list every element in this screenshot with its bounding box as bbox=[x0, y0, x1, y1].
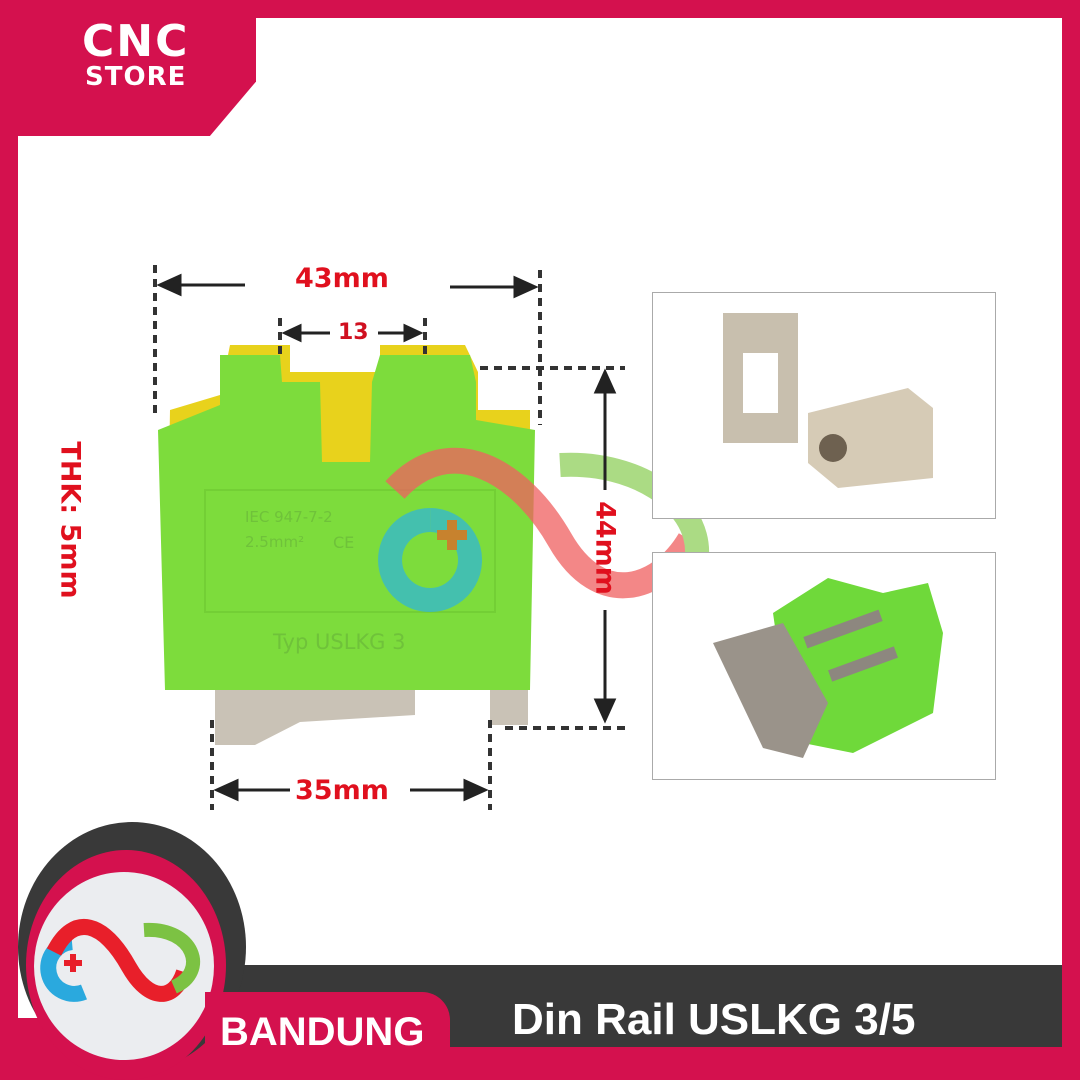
dimension-width-top: 43mm bbox=[295, 263, 389, 294]
inset-screw-clamp bbox=[652, 292, 996, 519]
ce-mark: CE bbox=[333, 533, 355, 552]
logo-line2: STORE bbox=[85, 62, 187, 92]
marking-standard: IEC 947-7-2 bbox=[245, 508, 333, 526]
logo-line1: CNC bbox=[82, 16, 190, 67]
inset-assembly bbox=[652, 552, 996, 780]
assembly-image bbox=[713, 578, 943, 758]
store-logo-tab bbox=[0, 0, 256, 136]
screw-clamp-image bbox=[723, 313, 933, 488]
badge-inner bbox=[34, 872, 214, 1060]
dimension-height: 44mm bbox=[589, 501, 621, 595]
metal-foot bbox=[215, 680, 415, 745]
city-label: BANDUNG bbox=[220, 1010, 425, 1054]
product-title: Din Rail USLKG 3/5 bbox=[512, 995, 916, 1044]
dimension-thickness: THK: 5mm bbox=[54, 441, 86, 599]
dimension-slot: 13 bbox=[338, 320, 369, 345]
brand-infinity-icon bbox=[40, 918, 200, 1002]
dimension-width-bottom: 35mm bbox=[295, 775, 389, 806]
marking-cross-section: 2.5mm² bbox=[245, 533, 305, 551]
label-recess bbox=[204, 489, 496, 613]
city-tab bbox=[205, 992, 450, 1080]
marking-type: Typ USLKG 3 bbox=[273, 630, 406, 654]
store-logo: CNC STORE bbox=[82, 16, 190, 92]
